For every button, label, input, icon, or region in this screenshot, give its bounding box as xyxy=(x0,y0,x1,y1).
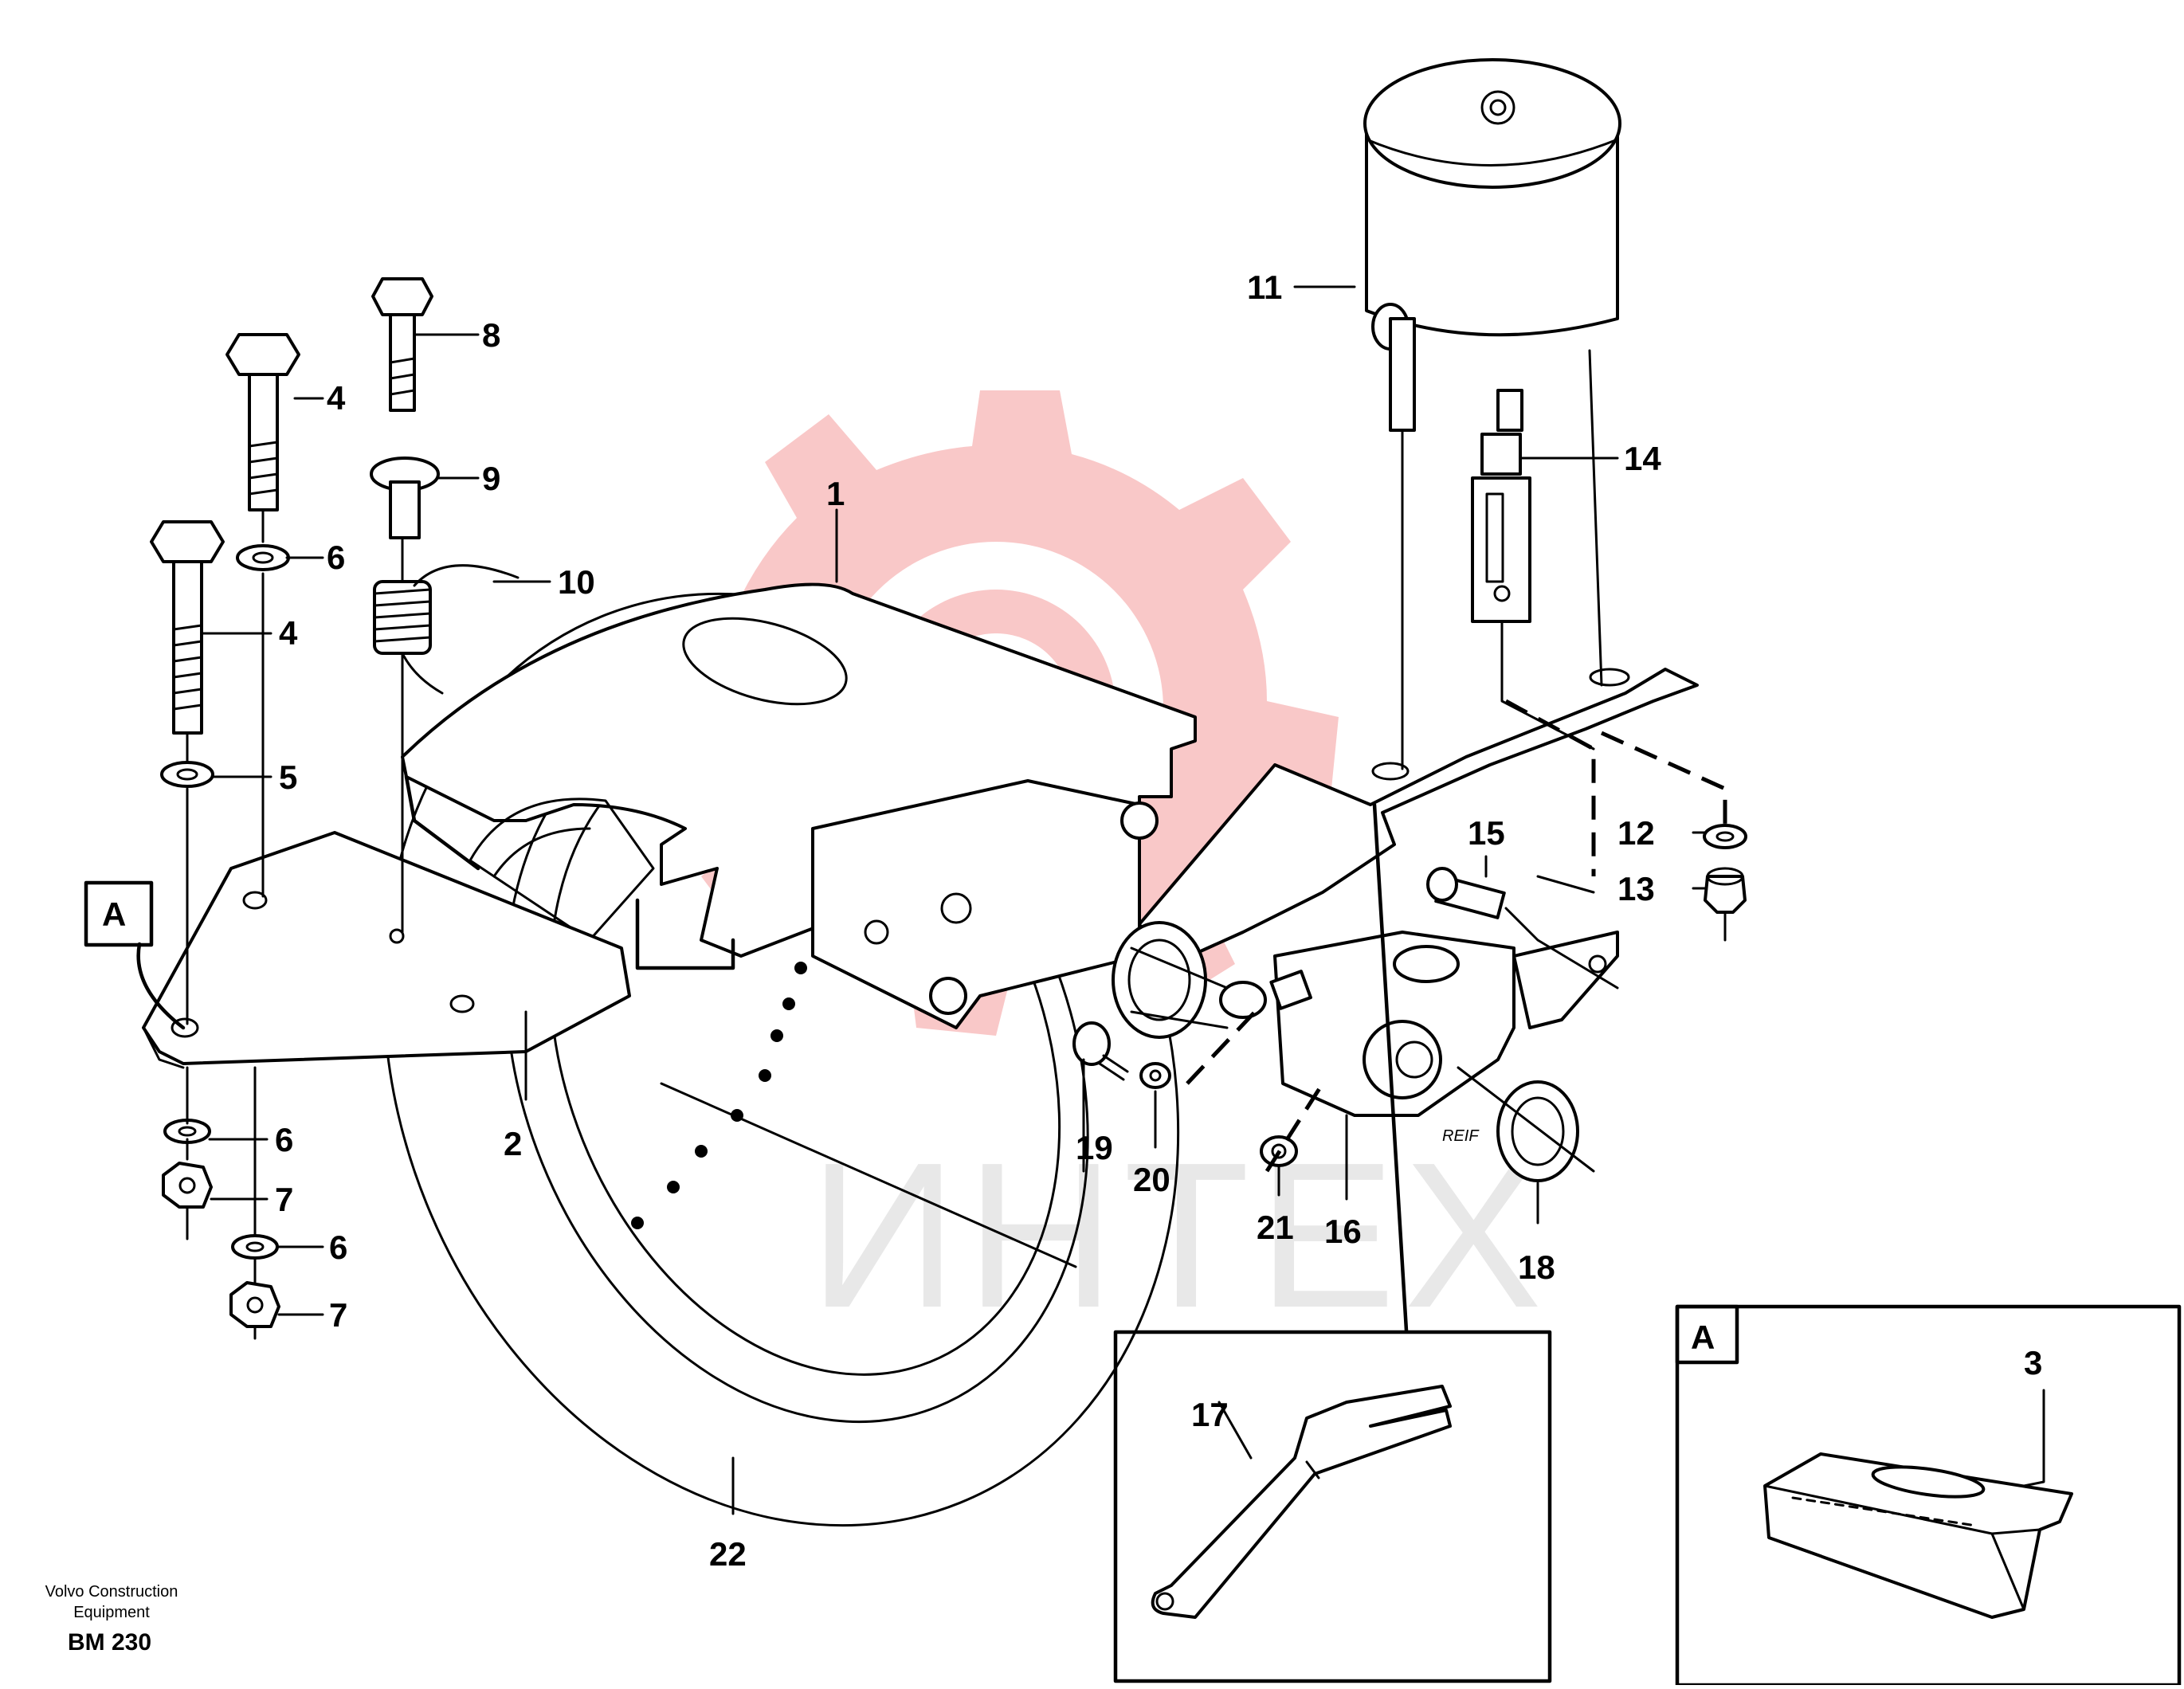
callout-4a: 4 xyxy=(327,379,346,417)
callout-7b: 7 xyxy=(329,1296,347,1334)
footer-company: Volvo Construction Equipment xyxy=(20,1581,203,1623)
footer-company-line1: Volvo Construction xyxy=(45,1583,178,1601)
callout-15: 15 xyxy=(1468,814,1505,852)
leader-lines xyxy=(136,285,2045,1515)
callout-18: 18 xyxy=(1518,1248,1555,1286)
washer-12 xyxy=(1703,824,1747,849)
callout-numbers: 4 6 4 5 6 7 6 7 8 9 10 1 2 11 14 15 12 1… xyxy=(275,268,2042,1573)
callout-21: 21 xyxy=(1257,1209,1294,1246)
footer-code: BM 230 xyxy=(67,1629,152,1656)
nut-13 xyxy=(1704,867,1747,914)
spline-shaft xyxy=(1112,921,1229,1039)
bolt-4-upper xyxy=(225,333,300,511)
slack-adjuster: REIF xyxy=(1273,931,1619,1145)
washer-6-low xyxy=(231,1234,279,1260)
callout-19: 19 xyxy=(1076,1129,1113,1166)
footer-company-line2: Equipment xyxy=(73,1604,150,1621)
callout-4b: 4 xyxy=(279,614,298,652)
stamp-text: REIF xyxy=(1442,1127,1480,1145)
washer-5 xyxy=(160,761,214,788)
callout-6c: 6 xyxy=(329,1229,347,1266)
callout-22: 22 xyxy=(709,1535,747,1573)
callout-10: 10 xyxy=(558,563,595,601)
callout-5: 5 xyxy=(279,758,297,796)
bracket-arm xyxy=(1138,668,1699,970)
callout-20: 20 xyxy=(1133,1161,1170,1198)
callout-8: 8 xyxy=(482,316,500,354)
watermark-text: ИНТЕХ xyxy=(809,1120,1550,1351)
view-a-label-box xyxy=(1675,1304,1739,1365)
callout-6b: 6 xyxy=(275,1121,293,1158)
detail-box-a xyxy=(1675,1304,2182,1687)
view-a-detail-text: A xyxy=(1691,1319,1715,1356)
spring-10 xyxy=(373,564,520,695)
washer-20 xyxy=(1139,1062,1171,1089)
callout-1: 1 xyxy=(826,475,845,512)
nut-7-low xyxy=(229,1281,280,1328)
callout-17: 17 xyxy=(1191,1396,1229,1433)
bolt-8 xyxy=(371,277,433,412)
nut-7-mid xyxy=(162,1162,213,1209)
detail-pointer-line xyxy=(1372,802,1409,1333)
brake-chamber xyxy=(1363,58,1621,687)
detail-box-17 xyxy=(1113,1330,1552,1683)
callout-2: 2 xyxy=(504,1125,522,1162)
callout-12: 12 xyxy=(1617,814,1655,852)
sleeve-9 xyxy=(370,457,440,539)
screw-19 xyxy=(1072,1021,1129,1081)
callout-16: 16 xyxy=(1324,1213,1362,1250)
pin-with-tab xyxy=(1219,970,1312,1019)
bolt-4-lower xyxy=(150,520,225,735)
callout-7a: 7 xyxy=(275,1181,293,1218)
callout-11: 11 xyxy=(1247,268,1282,306)
brake-caliper xyxy=(401,582,1197,1029)
bolt-15 xyxy=(1426,867,1506,919)
callout-6a: 6 xyxy=(327,539,345,576)
ring-18 xyxy=(1496,1080,1579,1182)
mounting-plate xyxy=(142,831,631,1069)
fork-clevis xyxy=(1471,433,1531,623)
view-a-marker xyxy=(84,880,154,947)
washer-6-top xyxy=(236,544,290,571)
view-a-marker-text: A xyxy=(102,895,126,933)
callout-3: 3 xyxy=(2024,1344,2042,1381)
callout-14: 14 xyxy=(1624,440,1661,477)
assembly-lines xyxy=(186,429,1727,1340)
callout-9: 9 xyxy=(482,460,500,497)
callout-13: 13 xyxy=(1617,870,1655,907)
